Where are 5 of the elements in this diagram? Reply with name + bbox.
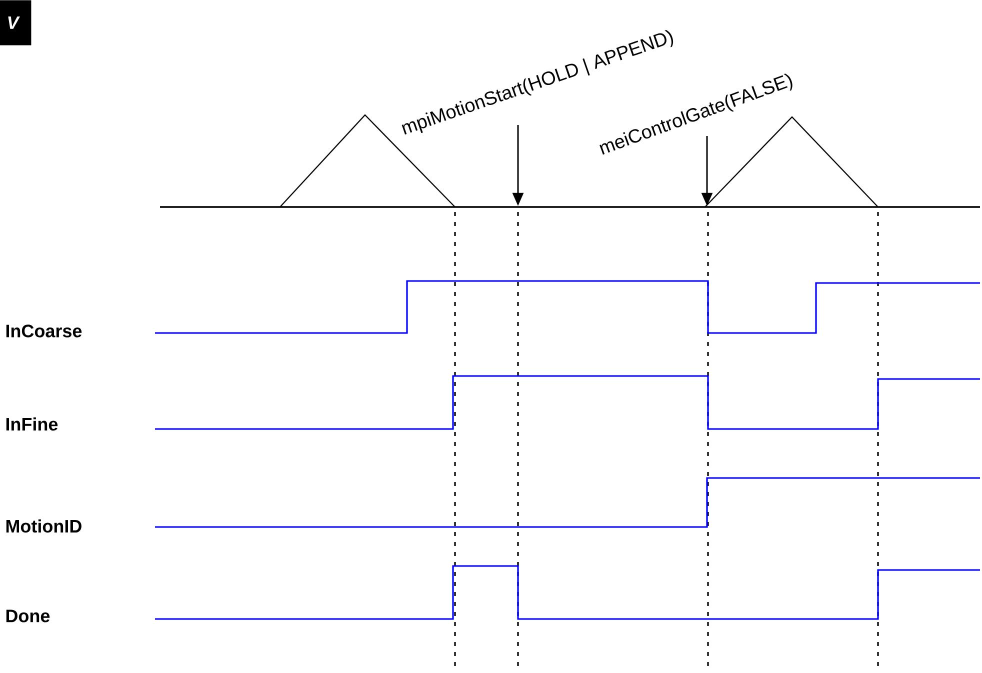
- signal-name: InFine: [6, 417, 58, 431]
- signal-name: Done: [6, 610, 50, 622]
- heading-tab: V: [0, 0, 32, 46]
- signal-name: MotionID: [6, 519, 82, 533]
- signal-name: InCoarse: [6, 324, 82, 338]
